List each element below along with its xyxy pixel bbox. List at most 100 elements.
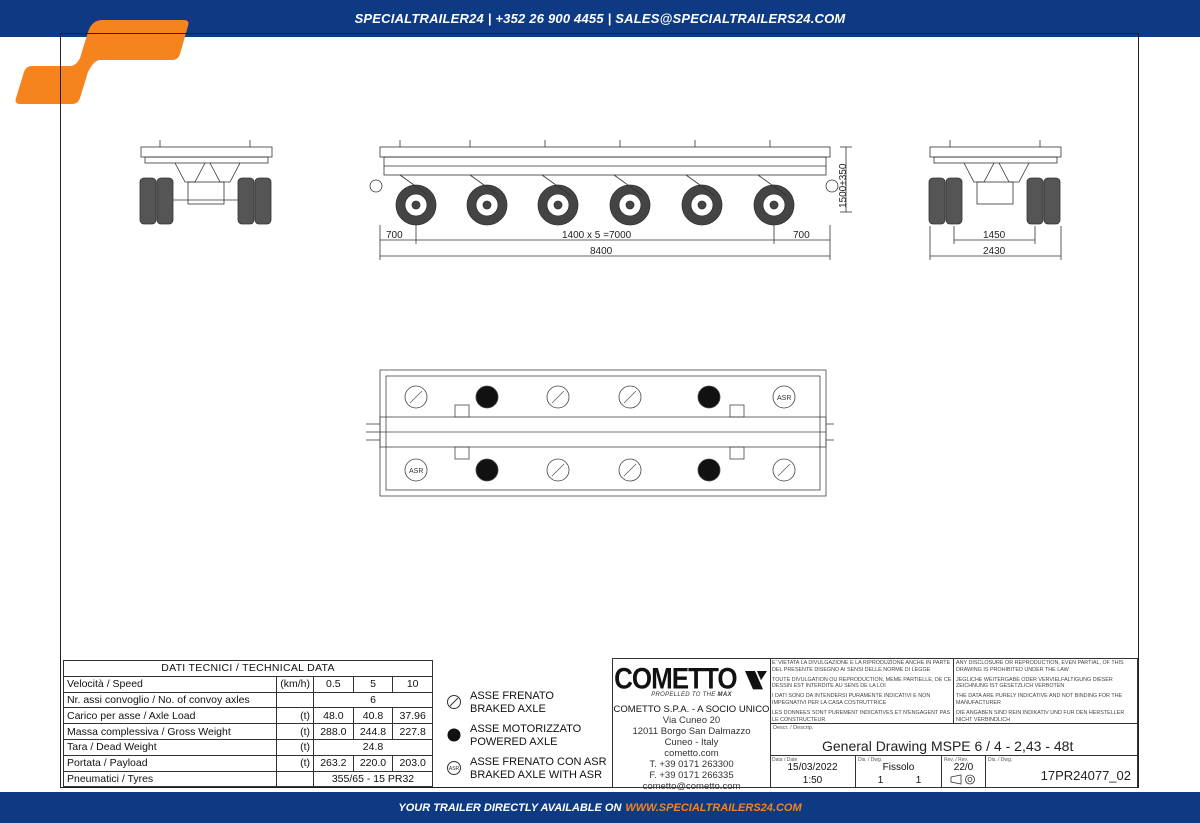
legend-item: ASSE MOTORIZZATO POWERED AXLE [446, 723, 616, 749]
table-row: Massa complessiva / Gross Weight (t) 288… [63, 723, 433, 740]
legal-note: TOUTE DIVULGATION OU REPRODUCTION, MEME … [772, 676, 952, 690]
row-label: Pneumatici / Tyres [63, 770, 277, 788]
drawing-date: 15/03/2022 [787, 762, 838, 773]
header-banner-text: SPECIALTRAILER24 | +352 26 900 4455 | SA… [354, 11, 846, 26]
dim-axle-spacing: 1400 x 5 =7000 [562, 230, 632, 241]
asr-label-bottom: ASR [409, 468, 423, 475]
asr-label-top: ASR [777, 395, 791, 402]
title-block: COMETTO PROPELLED TO THE MAX COMETTO S.P… [612, 658, 1138, 792]
plan-view [366, 369, 834, 497]
brand-tagline: PROPELLED TO THE [651, 692, 716, 698]
dim-track: 1450 [983, 230, 1006, 241]
date-cell: Data / Date 15/03/2022 1:50 [770, 756, 856, 788]
dim-front-overhang: 700 [386, 230, 403, 241]
row-unit: (t) [276, 754, 314, 772]
powered-axle-marker [475, 458, 499, 482]
legal-note: E' VIETATA LA DIVULGAZIONE E LA RIPRODUZ… [772, 660, 951, 673]
dim-total-length: 8400 [590, 246, 613, 257]
header-banner: SPECIALTRAILER24 | +352 26 900 4455 | SA… [0, 0, 1200, 37]
table-row: Portata / Payload (t) 263.2 220.0 203.0 [63, 754, 433, 772]
powered-axle-marker [697, 385, 721, 409]
row-unit: (km/h) [276, 675, 314, 693]
row-value: 5 [352, 675, 394, 693]
dim-total-width: 2430 [983, 246, 1006, 257]
sheet-number: 1 [877, 775, 884, 786]
row-label: Carico per asse / Axle Load [63, 707, 277, 725]
table-row: Tara / Dead Weight (t) 24.8 [63, 738, 433, 756]
address-line: Cuneo - Italy [664, 737, 719, 748]
footer-url-link[interactable]: WWW.SPECIALTRAILERS24.COM [625, 801, 802, 814]
legal-note: LES DONNEES SONT PUREMENT INDICATIVES ET… [772, 709, 951, 723]
technical-data-title: DATI TECNICI / TECHNICAL DATA [63, 660, 433, 677]
row-value: 263.2 [313, 754, 354, 772]
sheet-total: 1 [915, 775, 922, 786]
row-value: 0.5 [313, 675, 354, 693]
row-value: 48.0 [313, 707, 354, 725]
drawing-number: 17PR24077_02 [1040, 768, 1131, 783]
row-value: 355/65 - 15 PR32 [313, 770, 433, 788]
row-value: 203.0 [392, 754, 433, 772]
technical-data-table: DATI TECNICI / TECHNICAL DATA Velocità /… [63, 660, 433, 788]
drawing-title-row: Descr. / Descrip. General Drawing MSPE 6… [770, 723, 1137, 756]
powered-axle-marker [697, 458, 721, 482]
asr-axle-marker [772, 385, 796, 409]
row-value: 37.96 [392, 707, 433, 725]
legal-notes: E' VIETATA LA DIVULGAZIONE E LA RIPRODUZ… [770, 659, 1137, 723]
legend-item: ASR ASSE FRENATO CON ASR BRAKED AXLE WIT… [446, 756, 616, 782]
table-row: Pneumatici / Tyres 355/65 - 15 PR32 [63, 770, 433, 788]
brand-name: COMETTO [614, 660, 738, 696]
row-value: 227.8 [392, 723, 433, 740]
address-line: cometto.com [664, 748, 719, 759]
row-value: 10 [392, 675, 433, 693]
side-view [369, 140, 852, 260]
axle-legend: ASSE FRENATO BRAKED AXLE ASSE MOTORIZZAT… [446, 690, 616, 789]
powered-axle-marker [475, 385, 499, 409]
footer-banner: YOUR TRAILER DIRECTLY AVAILABLE ON WWW.S… [0, 792, 1200, 823]
row-value: 244.8 [352, 723, 394, 740]
legend-line1: ASSE FRENATO CON ASR [470, 756, 607, 768]
cometto-mark-icon [744, 671, 767, 690]
row-value: 6 [313, 691, 433, 709]
legal-note: THE DATA ARE PURELY INDICATIVE AND NOT B… [956, 693, 1123, 706]
table-row: Nr. assi convoglio / No. of convoy axles… [63, 691, 433, 709]
table-row: Carico per asse / Axle Load (t) 48.0 40.… [63, 707, 433, 725]
row-label: Nr. assi convoglio / No. of convoy axles [63, 691, 277, 709]
legal-note: DIE ANGABEN SIND REIN INDIKATIV UND FUR … [956, 709, 1125, 723]
address-line: T. +39 0171 263300 [649, 759, 734, 770]
address-line: 12011 Borgo San Dalmazzo [632, 726, 751, 737]
row-label: Tara / Dead Weight [63, 738, 277, 756]
row-label: Velocità / Speed [63, 675, 277, 693]
specialtrailer-logo [15, 20, 189, 104]
row-label: Portata / Payload [63, 754, 277, 772]
drawn-by: Fissolo [882, 762, 915, 773]
asr-circle-icon: ASR [447, 761, 461, 775]
company-name: COMETTO S.P.A. - A SOCIO UNICO [613, 704, 770, 715]
hatch-marks [409, 390, 791, 477]
title-caption: Descr. / Descrip. [773, 725, 814, 731]
legend-line1: ASSE MOTORIZZATO [470, 723, 582, 735]
front-view-left [139, 140, 273, 225]
row-value: 288.0 [313, 723, 354, 740]
revision: 22/0 [953, 762, 974, 773]
asr-axle-marker [404, 458, 428, 482]
drawing-title: General Drawing MSPE 6 / 4 - 2,43 - 48t [822, 738, 1074, 754]
hatched-circle-icon [447, 695, 461, 709]
legend-item: ASSE FRENATO BRAKED AXLE [446, 690, 616, 716]
row-value: 40.8 [352, 707, 394, 725]
rear-view-right [928, 140, 1062, 260]
address-line: Via Cuneo 20 [662, 715, 721, 726]
plan-axles-bottom [404, 458, 796, 482]
legal-note: JEGLICHE WEITERGABE ODER VERVIELFALTIGUN… [956, 676, 1113, 690]
dim-height: 1500±350 [838, 163, 849, 208]
drawing-scale: 1:50 [802, 775, 823, 786]
table-row: Velocità / Speed (km/h) 0.5 5 10 [63, 675, 433, 693]
drawing-info-row: Data / Date 15/03/2022 1:50 Dis. / Dwg. … [770, 755, 1137, 788]
legend-line2: BRAKED AXLE [470, 703, 546, 715]
row-value: 220.0 [352, 754, 394, 772]
drawing-number-cell: Dis. / Dwg. 17PR24077_02 [988, 757, 1131, 783]
projection-symbol-icon [950, 774, 975, 785]
cometto-logo: COMETTO [613, 661, 770, 697]
company-info: COMETTO PROPELLED TO THE MAX COMETTO S.P… [613, 659, 771, 792]
row-unit: (t) [276, 723, 314, 740]
